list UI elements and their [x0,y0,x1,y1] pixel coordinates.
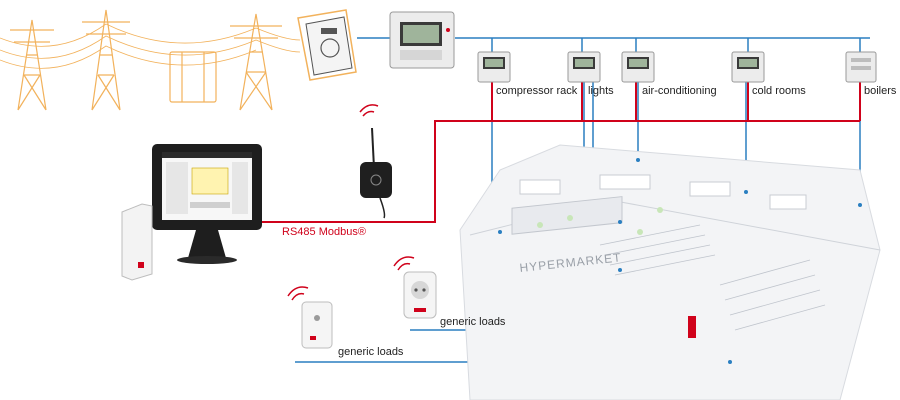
label-lights: lights [588,85,614,97]
meter-boilers [845,51,877,83]
power-cables [0,23,301,69]
label-boilers: boilers [864,85,897,97]
junction-dots [498,158,862,364]
wireless-gateway-icon [359,104,392,219]
label-air-conditioning: air-conditioning [642,85,717,97]
wireless-sensor-icon [287,286,333,349]
label-cold-rooms: cold rooms [752,85,806,97]
power-grid [0,9,301,111]
power-pylon-icon [82,9,130,111]
pc-unit-icon [121,203,153,281]
meter-compressor-rack [477,51,511,83]
smart-plug-icon [393,256,437,319]
meter-lights [567,51,601,83]
wireless-signal-icon [359,104,379,117]
supermarket-building-icon [459,144,881,400]
wireless-signal-icon [393,256,415,271]
meter-cold-rooms [731,51,765,83]
energy-meter-icon [297,9,357,81]
modbus-line [262,82,861,223]
label-generic-loads-sensor: generic loads [338,346,404,358]
label-generic-loads-plug: generic loads [440,316,506,328]
label-rs485-modbus: RS485 Modbus® [282,226,366,238]
wireless-signal-icon [287,286,309,301]
controller-icon [389,11,455,69]
meter-air-conditioning [621,51,655,83]
transformer-icon [169,51,217,103]
touch-monitor-icon [152,144,262,264]
power-pylon-icon [10,19,54,111]
label-compressor-rack: compressor rack [496,85,578,97]
power-pylon-icon [230,13,282,111]
